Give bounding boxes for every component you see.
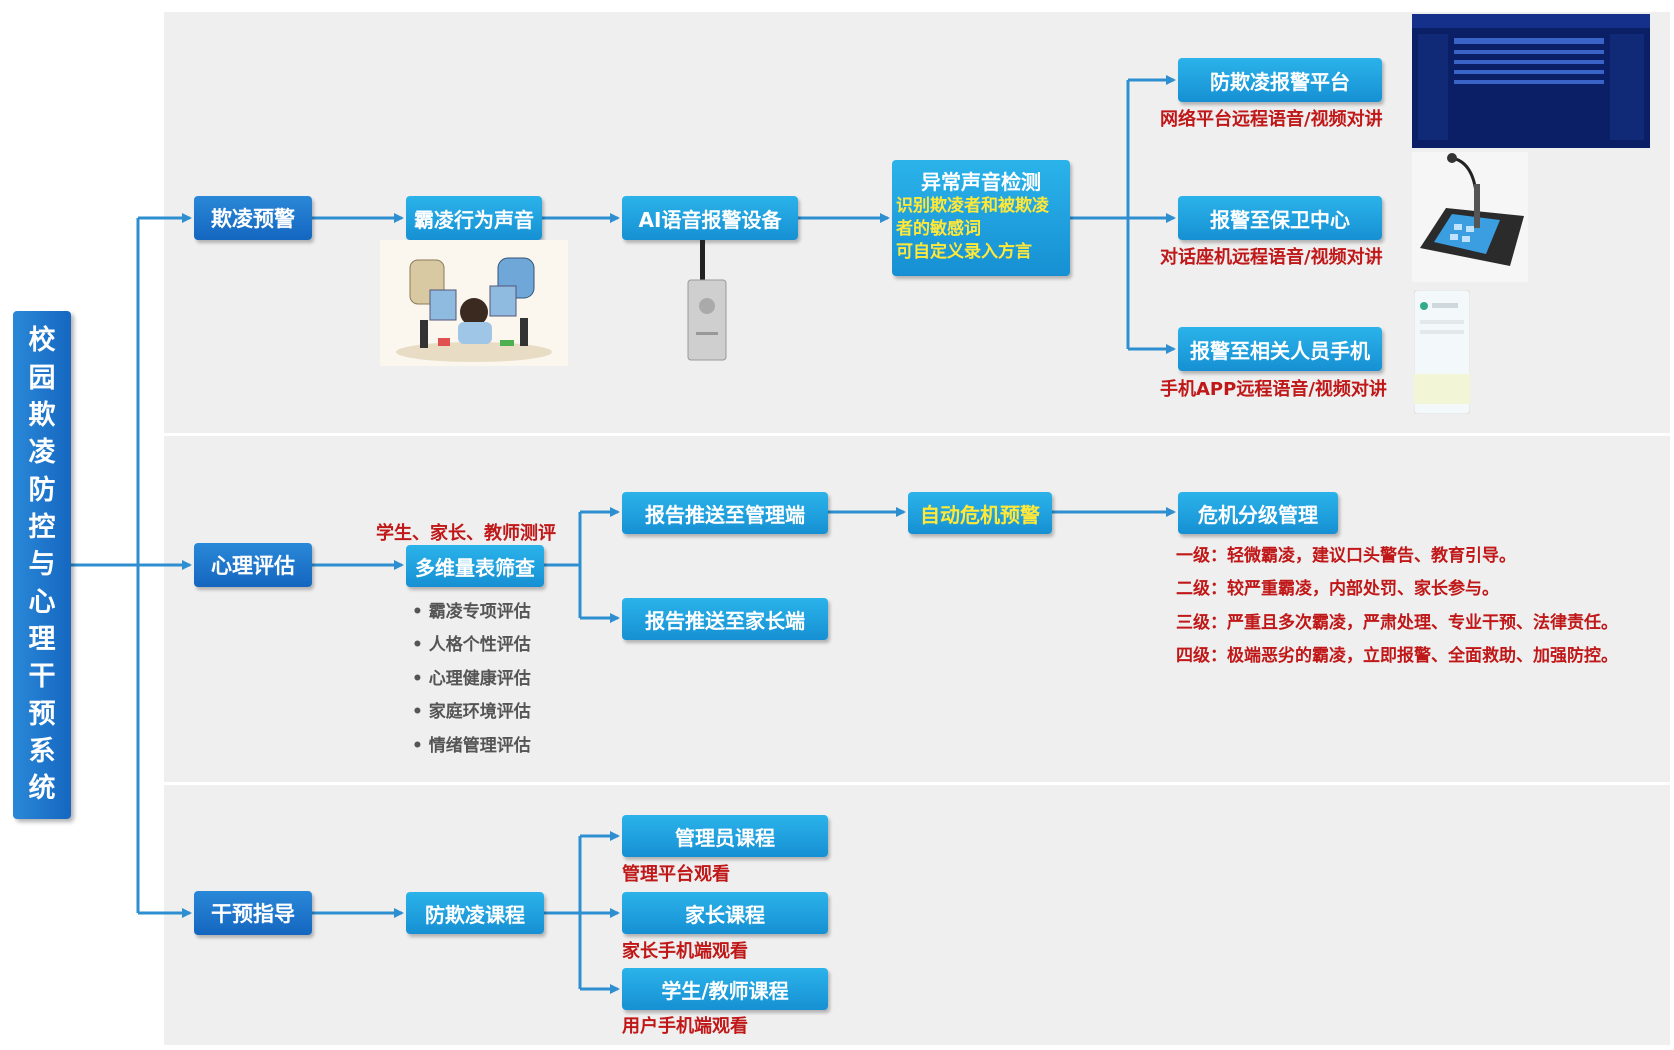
title-char: 控 — [28, 512, 56, 544]
node-bullying-warning: 欺凌预警 — [194, 196, 312, 240]
bullying-scene-illustration — [380, 240, 568, 366]
title-char: 与 — [28, 549, 56, 581]
assessment-item-label: 家庭环境评估 — [428, 702, 531, 722]
assessment-item-label: 心理健康评估 — [428, 669, 531, 689]
staff-phone-note: 手机APP远程语音/视频对讲 — [1160, 379, 1387, 400]
platform-screenshot — [1412, 14, 1650, 148]
node-staff-phone: 报警至相关人员手机 — [1178, 327, 1382, 371]
title-char: 欺 — [28, 400, 56, 432]
assessment-item-label: 情绪管理评估 — [428, 736, 531, 756]
auto-crisis-alert-label: 自动危机预警 — [920, 502, 1040, 527]
title-char: 统 — [28, 773, 56, 805]
node-push-admin: 报告推送至管理端 — [622, 492, 828, 534]
detect-line: 者的敏感词 — [896, 219, 981, 239]
node-anti-bullying-course: 防欺凌课程 — [406, 892, 544, 934]
title-char: 心 — [28, 586, 56, 618]
node-security-center: 报警至保卫中心 — [1178, 196, 1382, 240]
alarm-device-image — [687, 240, 727, 361]
title-char: 凌 — [28, 437, 56, 469]
title-char: 园 — [28, 362, 56, 394]
node-intervention-guidance: 干预指导 — [194, 891, 312, 935]
node-bullying-sound: 霸凌行为声音 — [406, 196, 542, 240]
crisis-level-1: 一级：轻微霸凌，建议口头警告、教育引导。 — [1176, 546, 1516, 566]
crisis-level-2: 二级：较严重霸凌，内部处罚、家长参与。 — [1176, 579, 1499, 599]
assessment-item: • 人格个性评估 — [412, 635, 531, 655]
assessment-item: • 家庭环境评估 — [412, 702, 531, 722]
admin-course-note: 管理平台观看 — [622, 864, 730, 885]
assessment-item: • 霸凌专项评估 — [412, 602, 531, 622]
node-auto-crisis-alert: 自动危机预警 — [908, 492, 1052, 534]
title-char: 预 — [28, 698, 56, 730]
assessment-item-label: 霸凌专项评估 — [428, 602, 531, 622]
phone-app-image — [1414, 290, 1470, 414]
title-char: 校 — [28, 325, 56, 357]
title-char: 系 — [28, 736, 56, 768]
node-ai-alarm-device: AI语音报警设备 — [622, 196, 798, 240]
title-char: 防 — [28, 474, 56, 506]
node-multidim-screening: 多维量表筛查 — [406, 545, 544, 587]
node-admin-course: 管理员课程 — [622, 815, 828, 857]
node-student-teacher-course: 学生/教师课程 — [622, 968, 828, 1010]
detect-line: 可自定义录入方言 — [896, 242, 1032, 262]
title-char: 理 — [28, 624, 56, 656]
crisis-level-3: 三级：严重且多次霸凌，严肃处理、专业干预、法律责任。 — [1176, 613, 1618, 633]
node-abnormal-sound-detection: 异常声音检测 识别欺凌者和被欺凌 者的敏感词 可自定义录入方言 — [892, 160, 1070, 276]
node-parent-course: 家长课程 — [622, 892, 828, 934]
assessment-item: • 情绪管理评估 — [412, 736, 531, 756]
crisis-level-4: 四级：极端恶劣的霸凌，立即报警、全面救助、加强防控。 — [1176, 646, 1618, 666]
system-title: 校 园 欺 凌 防 控 与 心 理 干 预 系 统 — [13, 311, 71, 819]
desk-console-image — [1412, 152, 1528, 282]
platform-note: 网络平台远程语音/视频对讲 — [1160, 109, 1383, 130]
parent-course-note: 家长手机端观看 — [622, 941, 748, 962]
node-psych-assessment: 心理评估 — [194, 543, 312, 587]
title-char: 干 — [28, 661, 56, 693]
participants-note: 学生、家长、教师测评 — [376, 523, 556, 544]
security-center-note: 对话座机远程语音/视频对讲 — [1160, 247, 1383, 268]
assessment-item: • 心理健康评估 — [412, 669, 531, 689]
node-anti-bullying-platform: 防欺凌报警平台 — [1178, 58, 1382, 102]
node-push-parent: 报告推送至家长端 — [622, 598, 828, 640]
student-teacher-course-note: 用户手机端观看 — [622, 1016, 748, 1037]
detect-line: 识别欺凌者和被欺凌 — [896, 196, 1049, 216]
node-crisis-grading: 危机分级管理 — [1178, 492, 1338, 534]
detect-title: 异常声音检测 — [921, 170, 1041, 194]
assessment-item-label: 人格个性评估 — [428, 635, 531, 655]
